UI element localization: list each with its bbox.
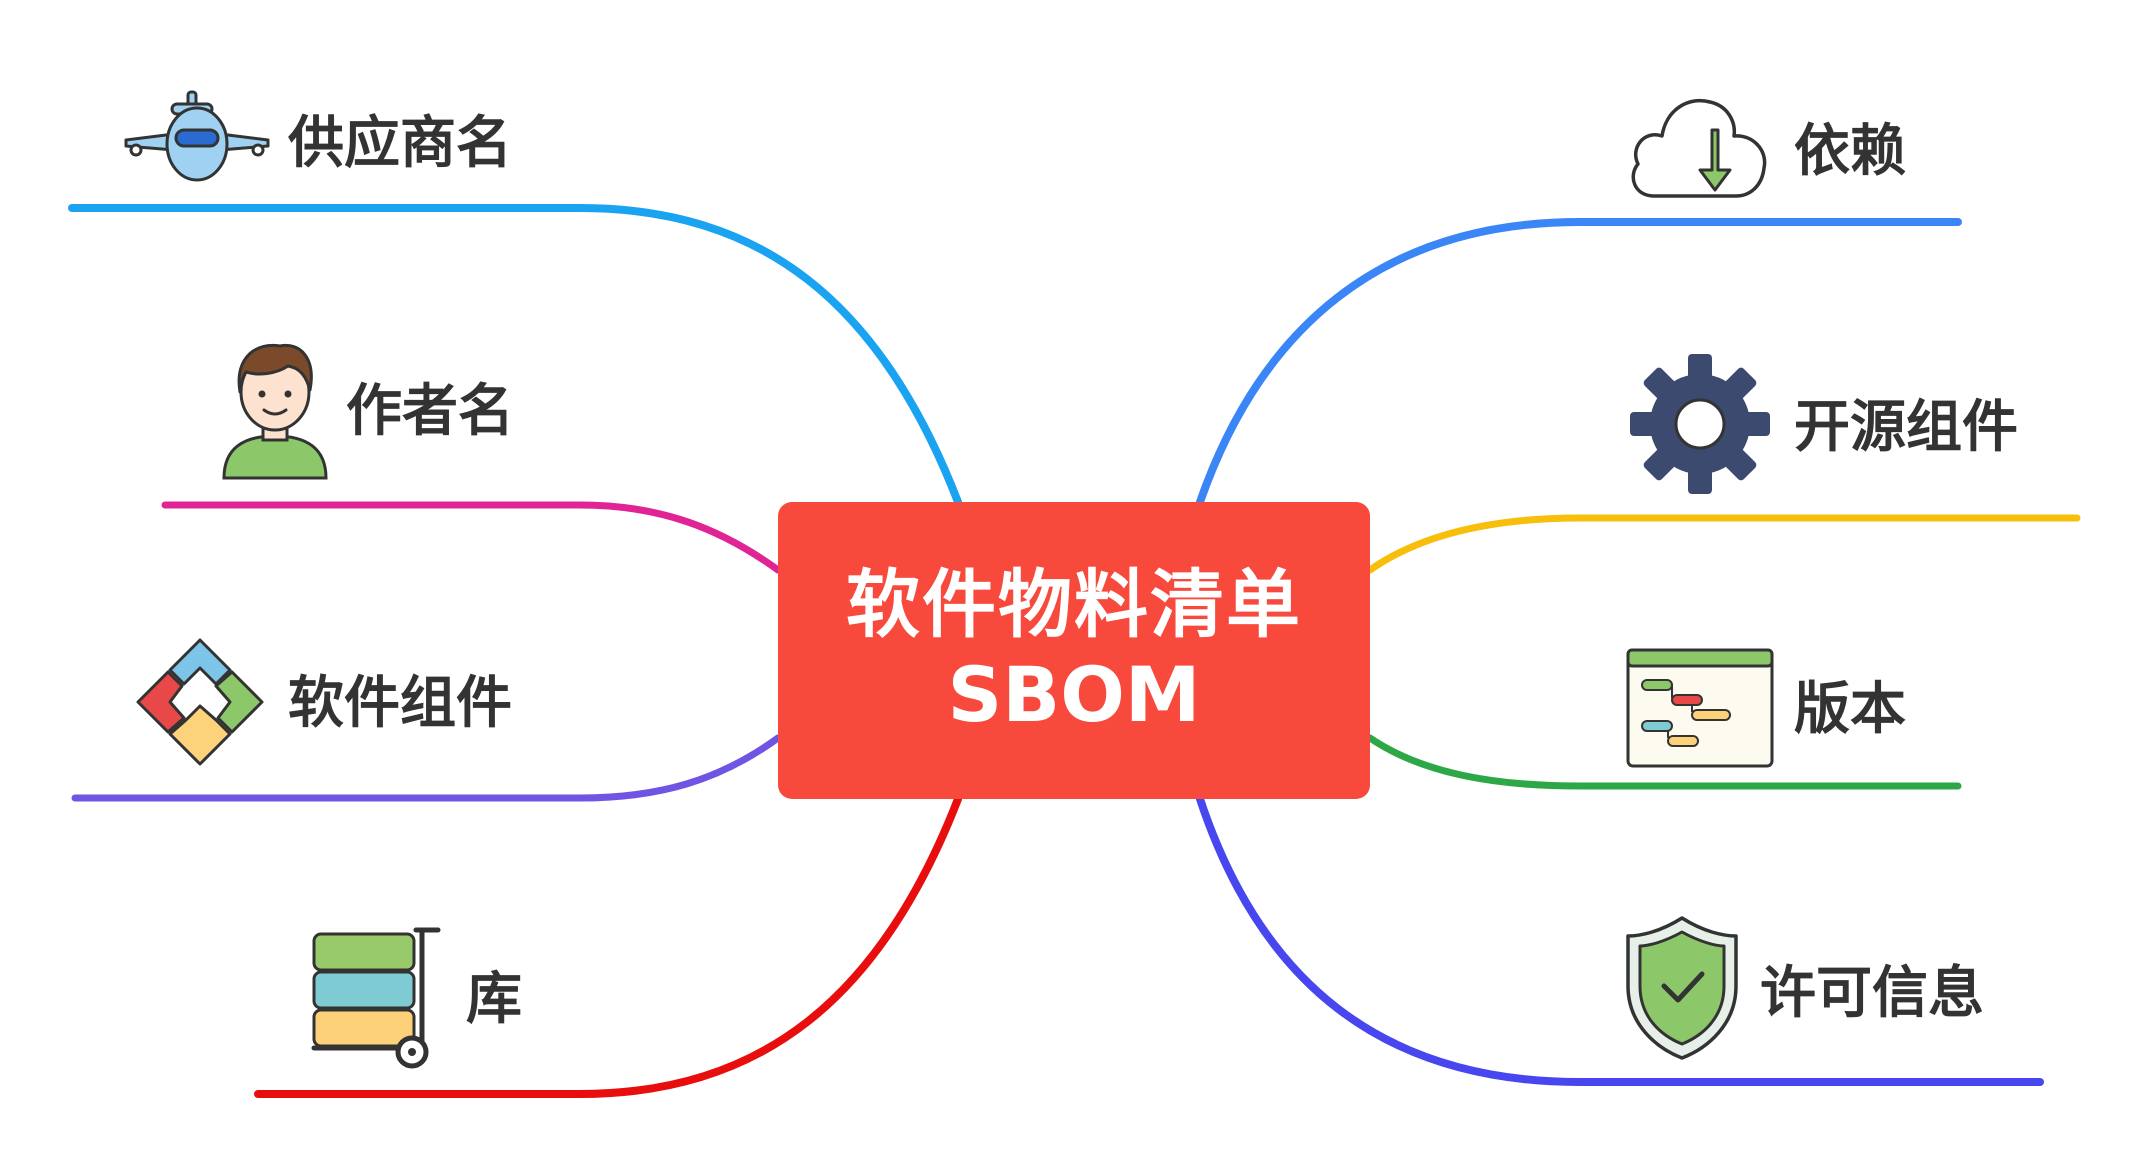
airplane-icon (124, 90, 270, 182)
branch-label-version[interactable]: 版本 (1794, 677, 1906, 742)
branch-label-supplier[interactable]: 供应商名 (288, 111, 512, 176)
edge-author (161, 501, 782, 574)
branch-label-author[interactable]: 作者名 (346, 379, 514, 444)
hand-truck-icon (311, 927, 441, 1069)
edge-version (1366, 734, 1962, 790)
central-subtitle: SBOM (947, 649, 1201, 739)
branch-label-opensource[interactable]: 开源组件 (1794, 395, 2018, 460)
edge-component (71, 734, 782, 802)
branch-label-component[interactable]: 软件组件 (288, 671, 512, 736)
edge-library (254, 795, 962, 1098)
person-avatar-icon (222, 343, 328, 480)
puzzle-icon (136, 638, 264, 766)
shield-check-icon (1626, 916, 1738, 1060)
edge-opensource (1366, 514, 2081, 574)
central-topic[interactable]: 软件物料清单 SBOM (778, 502, 1370, 799)
gear-icon (1630, 354, 1770, 494)
edge-dependency (1196, 218, 1962, 506)
branch-label-dependency[interactable]: 依赖 (1794, 119, 1906, 184)
edge-license (1196, 795, 2044, 1086)
branch-label-license[interactable]: 许可信息 (1760, 961, 1984, 1026)
cloud-download-icon (1631, 98, 1767, 198)
gantt-chart-icon (1626, 648, 1774, 768)
central-title: 软件物料清单 (846, 561, 1302, 648)
branch-label-library[interactable]: 库 (466, 967, 522, 1032)
edge-supplier (68, 204, 962, 506)
